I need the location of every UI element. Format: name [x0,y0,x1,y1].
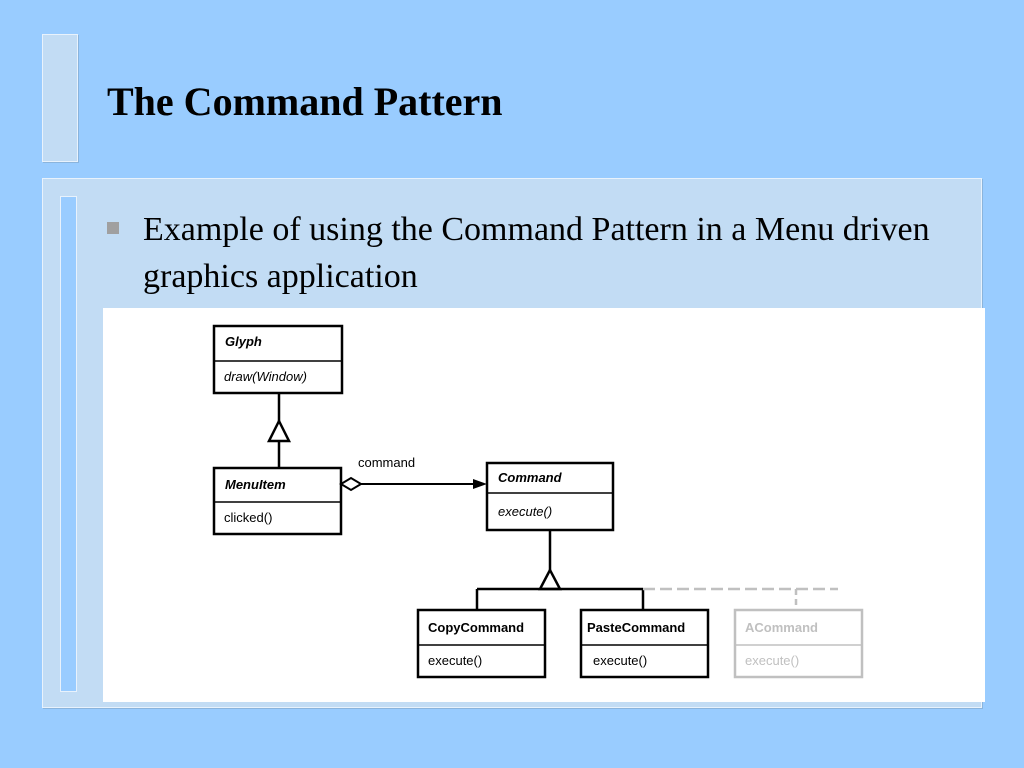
menuitem-operation: clicked() [224,510,272,525]
class-menuitem: MenuItem clicked() [212,466,343,536]
command-class-name: Command [498,470,563,485]
pastecommand-operation: execute() [593,653,647,668]
class-copycommand: CopyCommand execute() [416,608,547,679]
inheritance-menuitem-glyph [266,393,292,468]
class-pastecommand: PasteCommand execute() [579,608,710,679]
glyph-operation: draw(Window) [224,369,307,384]
pastecommand-class-name: PasteCommand [587,620,685,635]
slide-title: The Command Pattern [107,79,503,124]
bullet-square-icon [107,222,119,234]
uml-class-diagram: Glyph draw(Window) MenuItem clicked() co… [103,308,985,702]
class-glyph: Glyph draw(Window) [212,324,344,395]
inheritance-command-subclasses [475,530,838,610]
title-accent-bar [42,34,78,162]
bullet-text: Example of using the Command Pattern in … [143,211,930,295]
association-role-label: command [358,455,415,470]
glyph-class-name: Glyph [225,334,262,349]
copycommand-class-name: CopyCommand [428,620,524,635]
acommand-class-name: ACommand [745,620,818,635]
acommand-operation: execute() [745,653,799,668]
association-command: command [339,455,487,492]
command-operation: execute() [498,504,552,519]
class-acommand: ACommand execute() [733,608,864,679]
copycommand-operation: execute() [428,653,482,668]
menuitem-class-name: MenuItem [225,477,286,492]
content-accent-bar [60,196,77,692]
class-command: Command execute() [485,461,615,532]
